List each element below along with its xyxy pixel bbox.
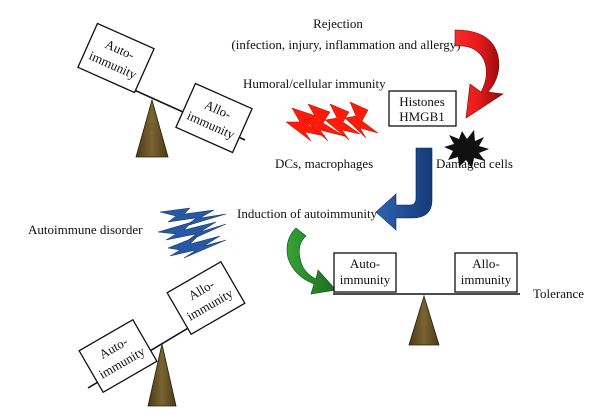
scale-fulcrum (408, 294, 440, 346)
induction-label: Induction of autoimmunity (237, 206, 378, 221)
allo-immunity-box: Allo- immunity (175, 82, 253, 154)
allo-label-2: immunity (461, 272, 512, 287)
scale-bottom-left: Auto- immunity Allo- immunity (78, 260, 246, 407)
allo-label-1: Allo- (472, 256, 499, 271)
dcs-macrophages-label: DCs, macrophages (275, 156, 373, 171)
scale-balanced: Auto- immunity Allo- immunity (333, 252, 520, 346)
histones-box: Histones HMGB1 (388, 90, 457, 127)
auto-label-2: immunity (340, 272, 391, 287)
tolerance-arrow (286, 227, 337, 295)
blue-lightning-icon (157, 207, 227, 259)
scale-fulcrum (147, 343, 177, 407)
humoral-cellular-label: Humoral/cellular immunity (243, 76, 386, 91)
red-lightning-icon (285, 101, 379, 142)
allo-immunity-box: Allo- immunity (454, 252, 518, 293)
induction-arrow (375, 147, 433, 231)
histones-label: Histones (399, 94, 445, 109)
auto-label-1: Auto- (350, 256, 380, 271)
allo-immunity-box: Allo- immunity (166, 260, 246, 336)
tolerance-label: Tolerance (533, 286, 584, 301)
auto-immunity-box: Auto- immunity (78, 318, 158, 394)
scale-top-left: Auto- immunity Allo- immunity (77, 22, 253, 158)
autoimmune-disorder-label: Autoimmune disorder (28, 222, 143, 237)
auto-immunity-box: Auto- immunity (333, 252, 397, 293)
rejection-title: Rejection (313, 16, 363, 31)
rejection-subtitle: (infection, injury, inflammation and all… (231, 37, 460, 52)
auto-immunity-box: Auto- immunity (77, 22, 155, 94)
scale-fulcrum (135, 98, 169, 158)
rejection-arrow (454, 29, 504, 119)
damaged-cells-starburst-icon (444, 130, 489, 168)
damaged-cells-label: Damaged cells (436, 156, 513, 171)
hmgb1-label: HMGB1 (399, 109, 445, 124)
